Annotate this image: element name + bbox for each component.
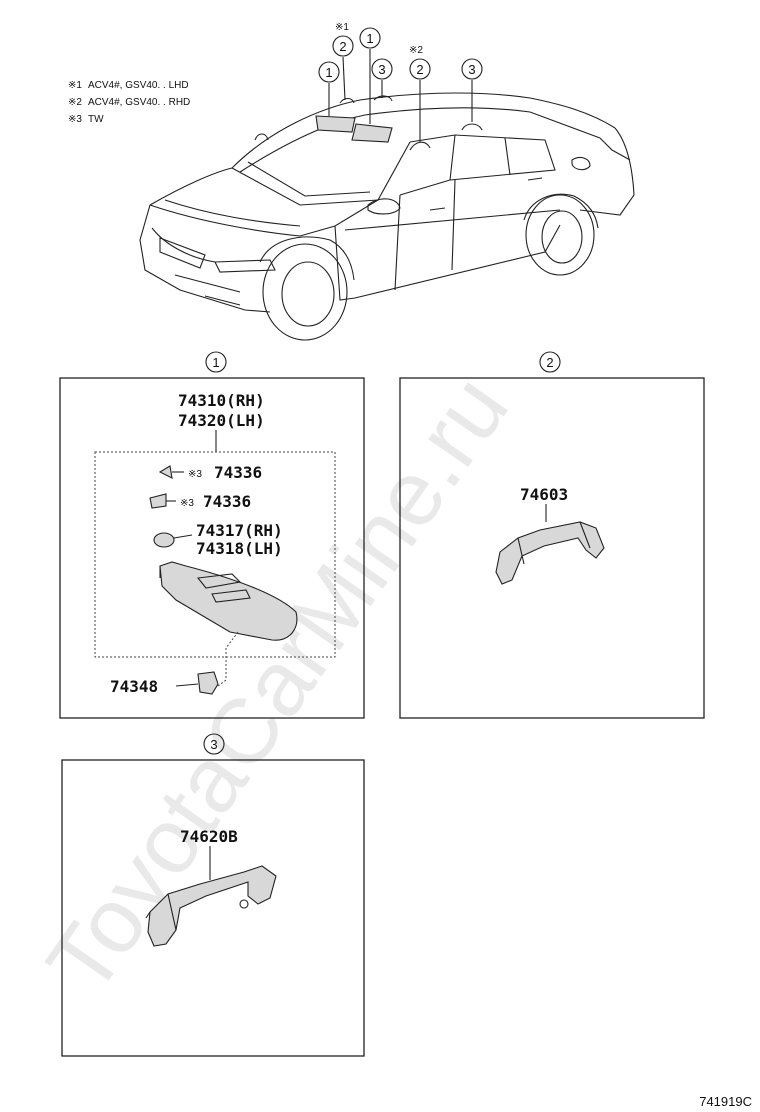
note-2-mark: ※2	[68, 97, 82, 108]
part-74320: 74320(LH)	[178, 411, 265, 430]
clip-a-mark: ※3	[188, 469, 202, 480]
note-1-mark: ※1	[68, 80, 82, 91]
section-2-assist-grip: 2 74603	[399, 351, 705, 719]
clip-b-mark: ※3	[180, 498, 194, 509]
callout-3b: 3	[468, 62, 475, 77]
note-1-text: ACV4#, GSV40. . LHD	[88, 80, 189, 91]
callout-3a: 3	[378, 62, 385, 77]
section-1-number: 1	[212, 355, 219, 370]
car-callouts: 1 2 ※1 1 3 2 ※2 3	[318, 22, 483, 83]
callout-circle-2a	[332, 35, 354, 57]
holder-icon	[153, 532, 175, 548]
note-2-text: ACV4#, GSV40. . RHD	[88, 97, 190, 108]
section-1-box	[59, 377, 365, 719]
assist-grip-b-icon	[147, 865, 277, 947]
section-3-assist-grip: 3 74620B	[61, 733, 365, 1057]
part-74318: 74318(LH)	[196, 539, 283, 558]
callout-2b: 2	[416, 62, 423, 77]
part-74348: 74348	[110, 677, 158, 696]
callout-circle-1a	[318, 61, 340, 83]
section-3-circle	[203, 733, 225, 755]
note-3-mark: ※3	[68, 114, 82, 125]
section-2-circle	[539, 351, 561, 373]
section-3-number: 3	[210, 737, 217, 752]
note-3-text: TW	[88, 114, 104, 125]
part-74336-b: 74336	[203, 492, 251, 511]
callout-mark-1: ※1	[335, 22, 349, 33]
assist-grip-icon	[495, 521, 605, 585]
callout-2a: 2	[339, 39, 346, 54]
callout-1a: 1	[325, 65, 332, 80]
section-2-box	[399, 377, 705, 719]
section-3-box	[61, 759, 365, 1057]
watermark: ToyotaCarMine.ru	[28, 358, 528, 1011]
figure-reference: 741919C	[699, 1094, 752, 1109]
part-74620b: 74620B	[180, 827, 238, 846]
section-2-number: 2	[546, 355, 553, 370]
bracket-icon	[197, 671, 219, 695]
part-74603: 74603	[520, 485, 568, 504]
section-1-circle	[205, 351, 227, 373]
notes-legend: ※1 ACV4#, GSV40. . LHD ※2 ACV4#, GSV40. …	[68, 80, 190, 125]
clip-icon	[158, 465, 173, 479]
callout-circle-1b	[359, 27, 381, 49]
clip-b-icon	[149, 493, 167, 509]
callout-circle-3b	[461, 58, 483, 80]
car-illustration	[139, 49, 635, 341]
callout-mark-2: ※2	[409, 45, 423, 56]
callout-circle-2b	[409, 58, 431, 80]
part-74310: 74310(RH)	[178, 391, 265, 410]
part-74317: 74317(RH)	[196, 521, 283, 540]
sun-visor-icon	[159, 561, 298, 641]
part-74336-a: 74336	[214, 463, 262, 482]
callout-circle-3a	[371, 58, 393, 80]
visor-subassembly-frame	[94, 451, 336, 658]
callout-1b: 1	[366, 31, 373, 46]
section-1-sun-visor: 1 74310(RH) 74320(LH) ※3 74336 ※3 74336 …	[59, 351, 365, 719]
